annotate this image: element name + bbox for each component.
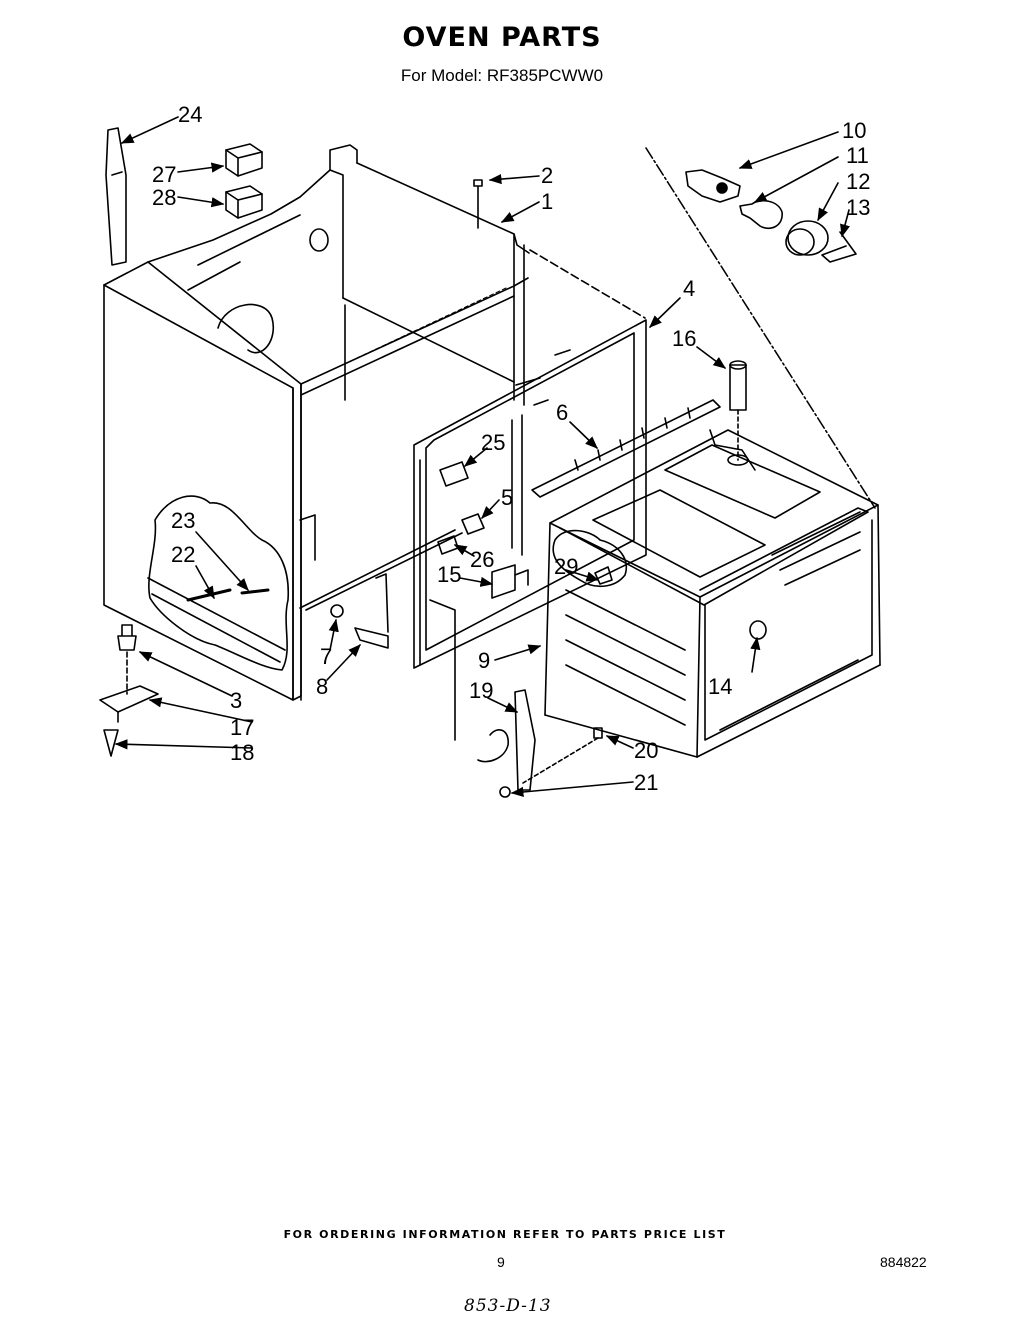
side-panel-cutaway (147, 495, 290, 671)
callout-6: 6 (556, 400, 568, 425)
callout-7: 7 (320, 644, 332, 669)
callout-28: 28 (152, 185, 176, 210)
callout-3: 3 (230, 688, 242, 713)
callout-17: 17 (230, 715, 254, 740)
callout-26: 26 (470, 547, 494, 572)
model-subtitle: For Model: RF385PCWW0 (400, 66, 604, 85)
callout-27: 27 (152, 162, 176, 187)
callout-19: 19 (469, 678, 493, 703)
loose-parts (99, 127, 876, 798)
ordering-note: FOR ORDERING INFORMATION REFER TO PARTS … (283, 1228, 727, 1241)
page-title: OVEN PARTS (402, 22, 602, 53)
callout-25: 25 (481, 430, 505, 455)
page-number: 9 (497, 1254, 505, 1270)
front-frame (413, 319, 647, 669)
callout-24: 24 (178, 102, 202, 127)
callout-2: 2 (541, 163, 553, 188)
callout-13: 13 (846, 195, 870, 220)
callout-15: 15 (437, 562, 461, 587)
callout-labels: 1 2 3 4 5 6 7 8 9 10 11 12 13 14 15 16 1… (152, 102, 870, 795)
callout-11: 11 (846, 143, 869, 168)
callout-22: 22 (171, 542, 195, 567)
callout-29: 29 (554, 554, 578, 579)
callout-8: 8 (316, 674, 328, 699)
handwritten-code: 853-D-13 (464, 1296, 552, 1316)
callout-9: 9 (478, 648, 490, 673)
callout-5: 5 (501, 485, 513, 510)
callout-12: 12 (846, 169, 870, 194)
callout-1: 1 (541, 189, 553, 214)
leader-arrows (114, 116, 850, 798)
oven-liner (544, 429, 881, 758)
oven-cabinet (103, 144, 530, 701)
callout-20: 20 (634, 738, 658, 763)
callout-16: 16 (672, 326, 696, 351)
callout-18: 18 (230, 740, 254, 765)
callout-10: 10 (842, 118, 866, 143)
broil-element (531, 399, 721, 498)
callout-4: 4 (683, 276, 695, 301)
callout-23: 23 (171, 508, 195, 533)
document-number: 884822 (880, 1254, 927, 1270)
callout-14: 14 (708, 674, 732, 699)
callout-21: 21 (634, 770, 658, 795)
